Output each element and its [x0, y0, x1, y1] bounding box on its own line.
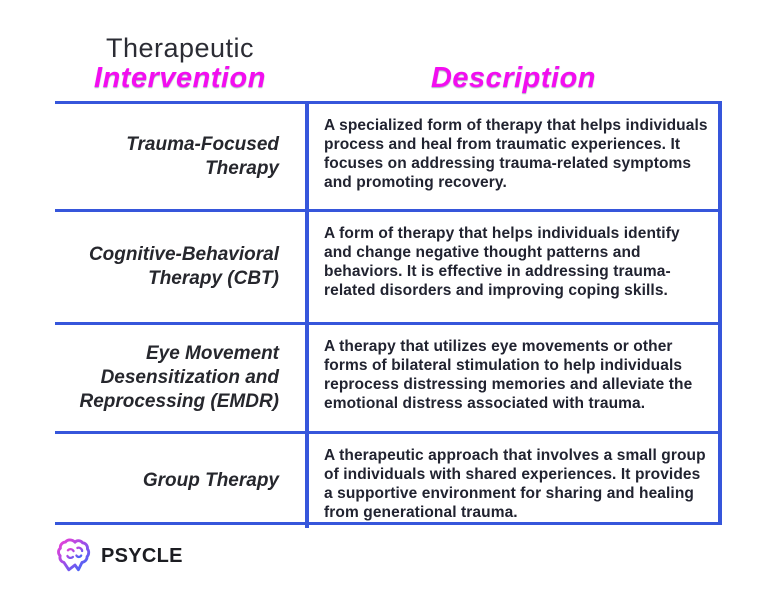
brand-name: PSYCLE	[101, 544, 183, 567]
table-header: Therapeutic Intervention Description	[55, 34, 722, 95]
header-intervention: Therapeutic Intervention	[55, 34, 305, 95]
intervention-cell: Cognitive-Behavioral Therapy (CBT)	[88, 244, 279, 289]
intervention-cell: Trauma-Focused Therapy	[126, 133, 279, 179]
header-therapeutic-text: Therapeutic	[105, 33, 255, 63]
description-cell: A therapeutic approach that involves a s…	[305, 434, 718, 528]
header-intervention-text: Intervention	[94, 62, 266, 95]
table-row: Cognitive-Behavioral Therapy (CBT) A for…	[55, 212, 718, 325]
intervention-cell: Eye Movement Desensitization and Reproce…	[79, 343, 279, 412]
brain-icon	[56, 536, 94, 576]
table-row: Group Therapy A therapeutic approach tha…	[55, 434, 718, 528]
intervention-cell: Group Therapy	[142, 470, 279, 492]
table-row: Eye Movement Desensitization and Reproce…	[55, 325, 718, 434]
header-description: Description	[305, 34, 722, 95]
description-cell: A specialized form of therapy that helps…	[305, 104, 718, 209]
header-description-text: Description	[430, 62, 597, 95]
table-row: Trauma-Focused Therapy A specialized for…	[55, 104, 718, 212]
description-cell: A form of therapy that helps individuals…	[305, 212, 718, 322]
brand-logo: PSYCLE	[56, 536, 183, 576]
description-cell: A therapy that utilizes eye movements or…	[305, 325, 718, 431]
therapy-table: Trauma-Focused Therapy A specialized for…	[55, 101, 722, 528]
